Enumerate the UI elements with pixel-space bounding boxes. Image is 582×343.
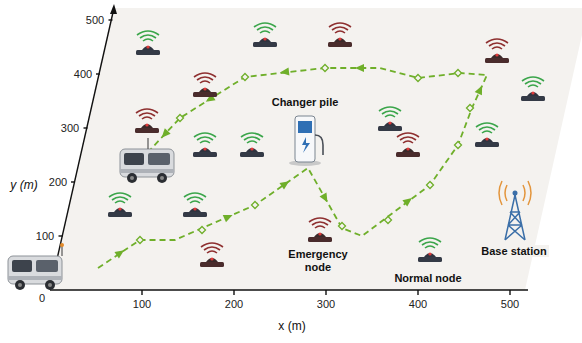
x-tick-label: 300	[317, 298, 335, 311]
origin-label: 0	[39, 292, 45, 305]
charger-pile	[289, 116, 323, 166]
axis-title: x (m)	[278, 320, 305, 334]
x-tick-label: 200	[225, 298, 243, 311]
callout-label: Base station	[479, 245, 548, 258]
base-station	[499, 181, 531, 240]
callout-label: Emergency node	[283, 248, 353, 273]
vehicle-route	[98, 68, 487, 268]
y-tick-label: 100	[36, 230, 54, 243]
ground-plane	[50, 8, 582, 290]
route-waypoints	[137, 65, 474, 244]
callout-label: Changer pile	[270, 96, 341, 109]
sensor-nodes	[108, 23, 545, 267]
callout-label: Normal node	[392, 272, 463, 285]
axis-title: y (m)	[10, 179, 37, 193]
y-tick-label: 300	[61, 122, 79, 135]
delivery-vehicles	[8, 138, 174, 290]
y-tick-label: 200	[49, 176, 67, 189]
x-tick-label: 400	[409, 298, 427, 311]
x-tick-label: 100	[133, 298, 151, 311]
x-tick-label: 500	[501, 298, 519, 311]
y-tick-label: 400	[74, 68, 92, 81]
y-tick-label: 500	[86, 14, 104, 27]
route-arrows	[114, 64, 485, 259]
axes	[50, 4, 528, 295]
